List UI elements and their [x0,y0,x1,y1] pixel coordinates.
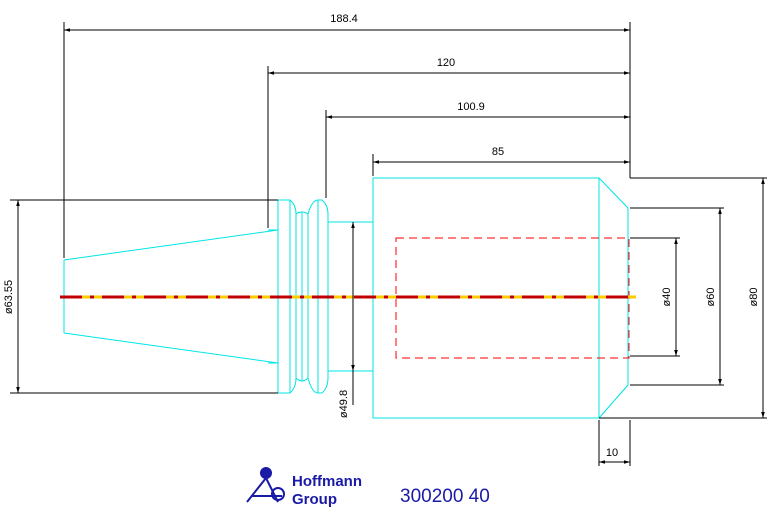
dim-length-85: 85 [492,146,504,158]
dim-nose-diameter: ø60 [705,288,717,307]
dim-length-100-9: 100.9 [457,101,485,113]
hoffmann-logo: Hoffmann Group [246,467,362,508]
dim-overall-length: 188.4 [330,13,358,25]
dim-body-diameter: ø80 [748,288,760,307]
logo-mark-icon [246,467,285,503]
dim-bore-diameter: ø40 [661,288,673,307]
dim-length-120: 120 [437,57,455,69]
dim-taper-diameter: ø63.55 [3,280,15,314]
logo-line-1: Hoffmann [292,473,362,490]
part-outline [63,177,629,419]
dim-collar-diameter: ø49.8 [338,390,350,418]
part-number: 300200 40 [400,486,490,507]
dimension-lines [10,22,767,466]
dim-chamfer-length: 10 [606,447,618,459]
logo-line-2: Group [292,491,337,508]
